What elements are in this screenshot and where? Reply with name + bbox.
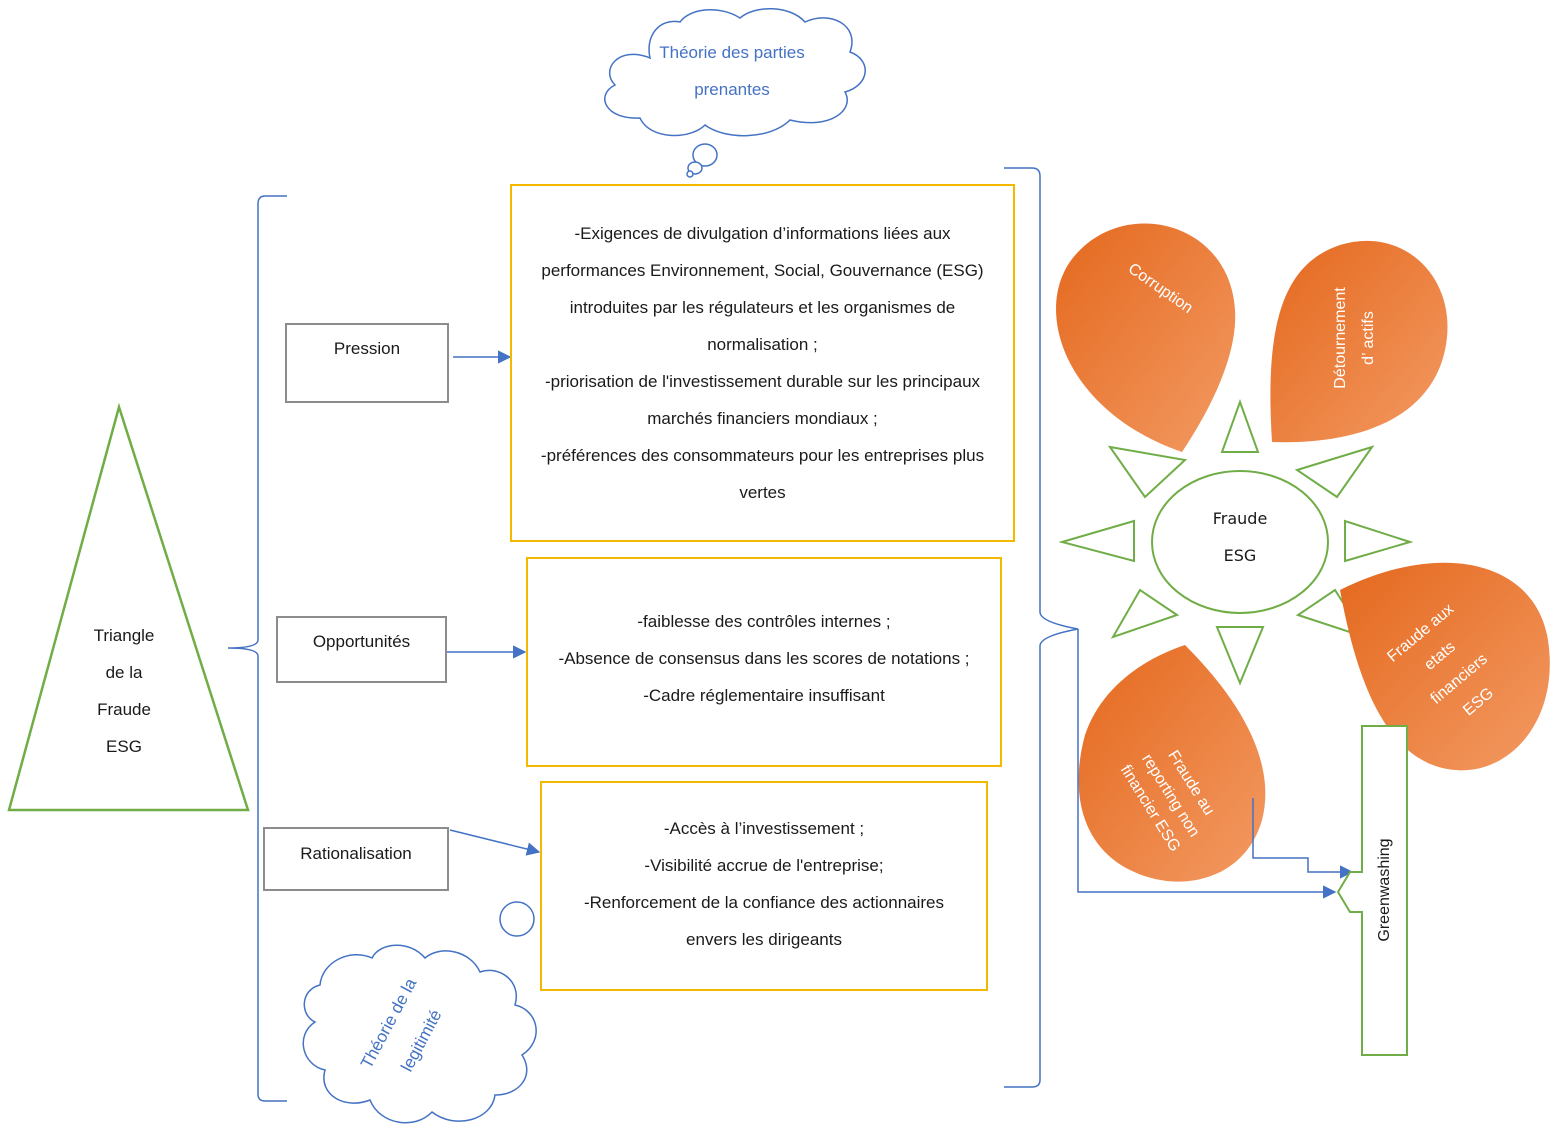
opportunites-label-box: Opportunités — [276, 616, 447, 683]
cloud-line: prenantes — [694, 80, 770, 99]
triangle-line: ESG — [106, 737, 142, 756]
ray-west — [1058, 519, 1135, 563]
rationalisation-label-box: Rationalisation — [263, 827, 449, 891]
triangle-line: Fraude — [97, 700, 151, 719]
petal-corruption-shape — [1056, 223, 1236, 452]
reporting-to-greenwashing-connector — [1252, 798, 1354, 879]
ray-southwest — [1110, 588, 1180, 639]
pression-item: normalisation ; — [707, 335, 818, 354]
center-line: Fraude — [1212, 509, 1268, 528]
opportunites-item: -Cadre réglementaire insuffisant — [643, 686, 885, 705]
center-label: Fraude ESG — [1180, 500, 1300, 574]
ray-south — [1215, 626, 1265, 686]
arrow-rationalisation — [449, 829, 541, 856]
greenwashing-text: Greenwashing — [1376, 838, 1393, 942]
rationalisation-item: -Renforcement de la confiance des action… — [583, 893, 945, 912]
pression-item: marchés financiers mondiaux ; — [647, 409, 878, 428]
triangle-line: Triangle — [93, 626, 155, 645]
ray-east — [1344, 519, 1414, 563]
ray-northwest — [1107, 445, 1188, 499]
opportunites-details-box: -faiblesse des contrôles internes ; -Abs… — [526, 557, 1002, 767]
pression-label: Pression — [333, 339, 401, 358]
rationalisation-item: -Visibilité accrue de l'entreprise; — [644, 856, 884, 875]
petal-etats-shape — [1340, 562, 1550, 771]
ray-northeast — [1294, 445, 1375, 499]
triangle-label: Triangle de la Fraude ESG — [74, 617, 174, 765]
rationalisation-label: Rationalisation — [300, 844, 412, 863]
petal-detournement-label: Détournement d’ actifs — [1327, 273, 1383, 403]
cloud-line: Théorie des parties — [659, 43, 805, 62]
petal-detournement-shape — [1270, 240, 1448, 443]
opportunites-item: -faiblesse des contrôles internes ; — [637, 612, 891, 631]
rationalisation-item: -Accès à l’investissement ; — [663, 819, 865, 838]
rationalisation-details-box: -Accès à l’investissement ; -Visibilité … — [540, 781, 988, 991]
rationalisation-item: envers les dirigeants — [686, 930, 842, 949]
fraud-triangle-shape — [7, 402, 250, 812]
petal-line: d’ actifs — [1360, 311, 1377, 365]
opportunites-label: Opportunités — [312, 631, 411, 651]
opportunites-item: -Absence de consensus dans les scores de… — [558, 649, 970, 668]
cloud-stakeholders-shape — [604, 7, 866, 178]
pression-details-box: -Exigences de divulgation d’informations… — [510, 184, 1015, 542]
pression-item: -Exigences de divulgation d’informations… — [574, 224, 951, 243]
ray-north — [1220, 399, 1260, 453]
cloud-stakeholders-label: Théorie des parties prenantes — [622, 34, 842, 108]
left-brace — [227, 195, 287, 1102]
triangle-line: de la — [105, 663, 143, 682]
pression-item: -préférences des consommateurs pour les … — [540, 446, 985, 465]
brace-to-greenwashing-connector — [1077, 629, 1337, 899]
pression-item: vertes — [739, 483, 786, 502]
greenwashing-stem-shape — [1336, 725, 1408, 1056]
pression-item: performances Environnement, Social, Gouv… — [541, 261, 984, 280]
greenwashing-label: Greenwashing — [1375, 830, 1395, 950]
center-line: ESG — [1223, 546, 1257, 565]
petal-reporting-shape — [1078, 645, 1266, 882]
pression-item: introduites par les régulateurs et les o… — [569, 298, 956, 317]
pression-label-box: Pression — [285, 323, 449, 403]
pression-item: -priorisation de l'investissement durabl… — [544, 372, 981, 391]
petal-line: Détournement — [1332, 287, 1349, 389]
center-ellipse — [1151, 470, 1329, 614]
cloud-legitimacy-shape — [302, 901, 537, 1124]
